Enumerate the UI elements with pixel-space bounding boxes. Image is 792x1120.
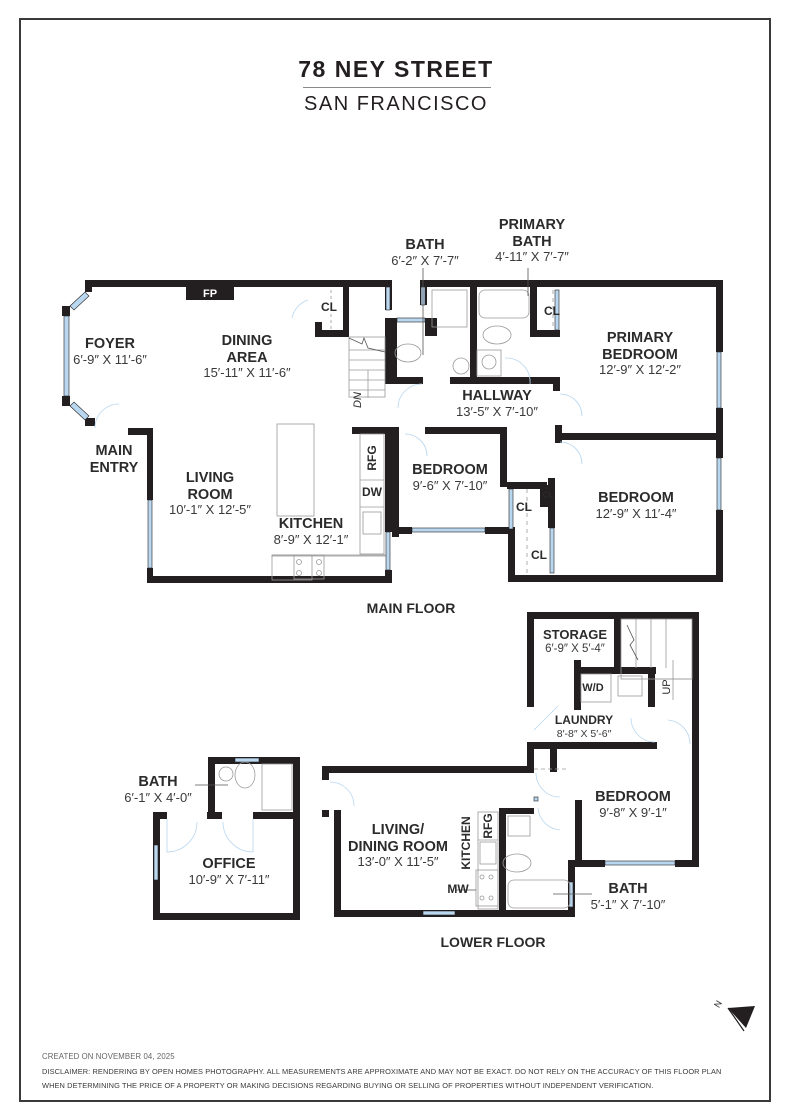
room-dimensions: 15′-11″ X 11′-6″	[203, 365, 291, 381]
room-name-line1: PRIMARY	[606, 330, 674, 346]
lower-kitchen-label: KITCHEN	[459, 816, 473, 870]
room-dimensions: 10′-9″ X 7′-11″	[188, 871, 270, 887]
room-hallway: HALLWAY 13′-5″ X 7′-10″	[456, 388, 538, 420]
room-living-room: LIVING ROOM 10′-1″ X 12′-5″	[169, 470, 251, 518]
page-border	[19, 18, 771, 1102]
room-name-line1: PRIMARY	[498, 217, 566, 233]
main-floor-label: MAIN FLOOR	[366, 600, 456, 616]
room-name: LAUNDRY	[554, 713, 614, 727]
room-name-line2: AREA	[226, 349, 268, 366]
room-name-line2: BEDROOM	[602, 346, 678, 363]
lower-floor-label: LOWER FLOOR	[440, 934, 546, 950]
room-dimensions: 6′-9″ X 5′-4″	[545, 642, 605, 655]
dishwasher-label: DW	[362, 485, 382, 499]
room-dimensions: 6′-9″ X 11′-6″	[73, 351, 147, 367]
lower-refrigerator-label: RFG	[481, 813, 495, 839]
room-name: BEDROOM	[595, 789, 671, 805]
room-name-line2: BATH	[512, 233, 552, 250]
room-office-bath: BATH 6′-1″ X 4′-0″	[124, 774, 192, 806]
room-name-line1: LIVING/	[371, 822, 425, 838]
room-name-line2: DINING ROOM	[348, 838, 448, 855]
closet-label-bedroom2: CL	[516, 500, 532, 514]
room-name: BATH	[405, 237, 445, 253]
room-name: BEDROOM	[598, 490, 674, 506]
closet-label-small: CL	[542, 490, 554, 500]
room-dimensions: 13′-0″ X 11′-5″	[357, 854, 439, 870]
room-dimensions: 12′-9″ X 11′-4″	[595, 505, 677, 521]
stairs-down-label: DN	[352, 392, 364, 408]
room-dimensions: 8′-9″ X 12′-1″	[273, 531, 349, 547]
room-bedroom-2: BEDROOM 9′-6″ X 7′-10″	[412, 462, 488, 494]
room-name-line2: ROOM	[187, 486, 233, 503]
room-foyer: FOYER 6′-9″ X 11′-6″	[73, 336, 147, 368]
room-bedroom-3: BEDROOM 12′-9″ X 11′-4″	[595, 490, 676, 522]
fireplace-label: FP	[202, 288, 218, 300]
created-date: CREATED ON NOVEMBER 04, 2025	[42, 1052, 175, 1061]
room-name-line2: ENTRY	[89, 459, 139, 476]
room-name: BEDROOM	[412, 462, 488, 478]
room-dimensions: 5′-1″ X 7′-10″	[590, 896, 666, 912]
disclaimer-line-1: DISCLAIMER: RENDERING BY OPEN HOMES PHOT…	[42, 1067, 722, 1076]
room-living-dining: LIVING/ DINING ROOM 13′-0″ X 11′-5″	[348, 822, 448, 870]
room-name: STORAGE	[542, 627, 608, 642]
refrigerator-label: RFG	[365, 445, 379, 471]
lower-floor-windows	[153, 757, 676, 916]
property-title: 78 NEY STREET	[298, 56, 494, 82]
room-laundry: LAUNDRY 8′-8″ X 5′-6″	[554, 713, 614, 740]
room-dimensions: 8′-8″ X 5′-6″	[556, 727, 612, 740]
room-dimensions: 6′-1″ X 4′-0″	[124, 789, 192, 805]
room-name-line1: LIVING	[185, 470, 235, 486]
room-dimensions: 6′-2″ X 7′-7″	[391, 252, 459, 268]
room-primary-bedroom: PRIMARY BEDROOM 12′-9″ X 12′-2″	[599, 330, 681, 378]
room-name-line1: DINING	[221, 333, 273, 349]
room-dimensions: 10′-1″ X 12′-5″	[168, 502, 252, 518]
room-dimensions: 12′-9″ X 12′-2″	[598, 362, 682, 378]
room-dimensions: 13′-5″ X 7′-10″	[455, 403, 539, 419]
room-storage: STORAGE 6′-9″ X 5′-4″	[542, 627, 608, 656]
room-dimensions: 4′-11″ X 7′-7″	[495, 249, 569, 265]
room-lower-bath: BATH 5′-1″ X 7′-10″	[591, 881, 666, 913]
main-entry-label: MAIN ENTRY	[90, 443, 139, 476]
room-name: BATH	[138, 774, 178, 790]
main-floor-fixtures	[94, 268, 583, 581]
closet-label-bedroom3: CL	[531, 548, 547, 562]
room-dining-area: DINING AREA 15′-11″ X 11′-6″	[203, 333, 290, 381]
room-name: OFFICE	[202, 856, 256, 872]
room-dimensions: 9′-6″ X 7′-10″	[412, 477, 488, 493]
closet-label-dining: CL	[321, 300, 337, 314]
washer-dryer-label: W/D	[582, 682, 604, 694]
room-bath: BATH 6′-2″ X 7′-7″	[391, 237, 459, 269]
stairs-up-label: UP	[661, 679, 673, 695]
main-floor-walls	[62, 280, 723, 583]
room-primary-bath: PRIMARY BATH 4′-11″ X 7′-7″	[495, 217, 569, 265]
microwave-label: MW	[447, 882, 469, 896]
room-lower-bedroom: BEDROOM 9′-8″ X 9′-1″	[595, 789, 671, 821]
north-arrow	[727, 1006, 755, 1032]
closet-label-primary: CL	[544, 304, 560, 318]
disclaimer-line-2: WHEN DETERMINING THE PRICE OF A PROPERTY…	[42, 1081, 654, 1090]
room-office: OFFICE 10′-9″ X 7′-11″	[188, 856, 269, 888]
room-kitchen: KITCHEN 8′-9″ X 12′-1″	[274, 516, 349, 548]
room-name-line1: MAIN	[95, 443, 133, 459]
property-city: SAN FRANCISCO	[304, 93, 488, 115]
room-name: HALLWAY	[462, 388, 532, 404]
lower-floor-fixtures	[166, 618, 693, 910]
room-name: FOYER	[85, 336, 135, 352]
room-name: BATH	[608, 881, 648, 897]
title-divider	[303, 87, 491, 88]
room-dimensions: 9′-8″ X 9′-1″	[599, 804, 667, 820]
room-name: KITCHEN	[278, 516, 344, 532]
